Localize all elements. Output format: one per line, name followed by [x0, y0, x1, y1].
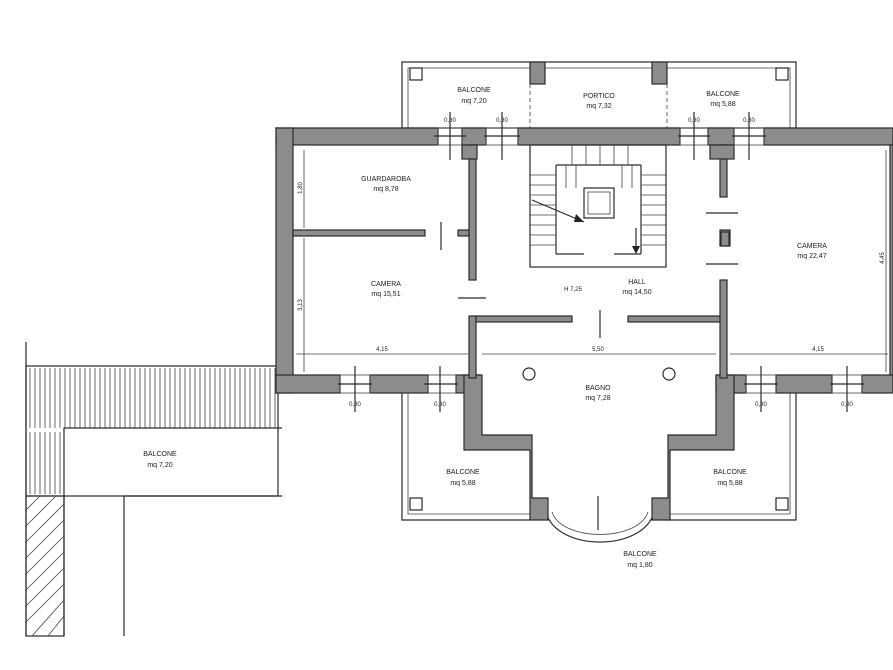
window-size: 0,80: [841, 402, 853, 408]
room-area: mq 7,32: [586, 103, 611, 110]
dimension-label: 4,45: [880, 252, 886, 264]
window-size: 0,80: [496, 118, 508, 124]
left-column-hatch: [25, 495, 65, 637]
interior-walls: [292, 144, 893, 379]
dimension-label: 5,50: [592, 347, 604, 353]
room-name: CAMERA: [371, 281, 401, 288]
room-area: mq 1,80: [627, 562, 652, 569]
stair-treads: [530, 145, 666, 246]
window-size: 0,80: [349, 402, 361, 408]
room-area: mq 5,88: [717, 480, 742, 487]
dimension-lines: 4,15 5,50 4,15 1,80 3,13 4,45: [296, 150, 888, 372]
window-size: 0,80: [688, 118, 700, 124]
fixtures: [522, 231, 730, 381]
bottom-balconies: BALCONE mq 5,88 BALCONE mq 5,88 BALCONE …: [401, 392, 797, 569]
room-name: PORTICO: [583, 93, 615, 100]
terrace-hatching: [29, 368, 276, 494]
room-area: mq 22,47: [797, 253, 826, 260]
top-balconies: BALCONE mq 7,20 PORTICO mq 7,32 BALCONE …: [401, 61, 797, 129]
room-name: BALCONE: [143, 451, 177, 458]
window-marker: 0,80: [338, 366, 372, 412]
window-marker: 0,80: [434, 112, 466, 160]
room-name: BALCONE: [713, 469, 747, 476]
room-name: BALCONE: [623, 551, 657, 558]
room-area: mq 5,88: [450, 480, 475, 487]
dimension-label: 4,15: [376, 347, 388, 353]
windows: 0,80 0,80 0,80 0,80 0,80 0,80: [338, 112, 864, 412]
room-name: BAGNO: [585, 385, 611, 392]
room-area: mq 5,88: [710, 101, 735, 108]
window-marker: 0,80: [732, 112, 766, 160]
room-area: mq 15,51: [371, 291, 400, 298]
room-name: GUARDAROBA: [361, 176, 411, 183]
far-left-terrace: BALCONE mq 7,20: [25, 342, 282, 637]
window-size: 0,80: [743, 118, 755, 124]
room-name: BALCONE: [457, 87, 491, 94]
doors: [440, 212, 738, 530]
room-area: mq 8,78: [373, 186, 398, 193]
dimension-label: 1,80: [298, 182, 304, 194]
room-labels: GUARDAROBA mq 8,78 CAMERA mq 15,51 HALL …: [361, 176, 827, 402]
window-marker: 0,80: [830, 366, 864, 412]
column-circle: [522, 367, 536, 381]
column-circle: [662, 367, 676, 381]
room-area: mq 7,20: [147, 462, 172, 469]
window-marker: 0,80: [678, 112, 710, 160]
dimension-label: 3,13: [298, 299, 304, 311]
window-size: 0,80: [755, 402, 767, 408]
room-name: CAMERA: [797, 243, 827, 250]
room-area: mq 7,20: [461, 98, 486, 105]
window-size: 0,80: [434, 402, 446, 408]
dimension-label: 4,15: [812, 347, 824, 353]
window-marker: 0,80: [424, 366, 458, 412]
room-name: HALL: [628, 279, 646, 286]
room-name: BALCONE: [706, 91, 740, 98]
stair-height-label: H 7,25: [564, 287, 582, 293]
window-size: 0,80: [444, 118, 456, 124]
room-area: mq 7,28: [585, 395, 610, 402]
window-marker: 0,80: [484, 112, 520, 160]
staircase: H 7,25: [529, 144, 667, 293]
pillar: [720, 231, 730, 247]
window-marker: 0,80: [744, 366, 778, 412]
room-name: BALCONE: [446, 469, 480, 476]
room-area: mq 14,50: [622, 289, 651, 296]
outer-walls: [275, 127, 893, 521]
